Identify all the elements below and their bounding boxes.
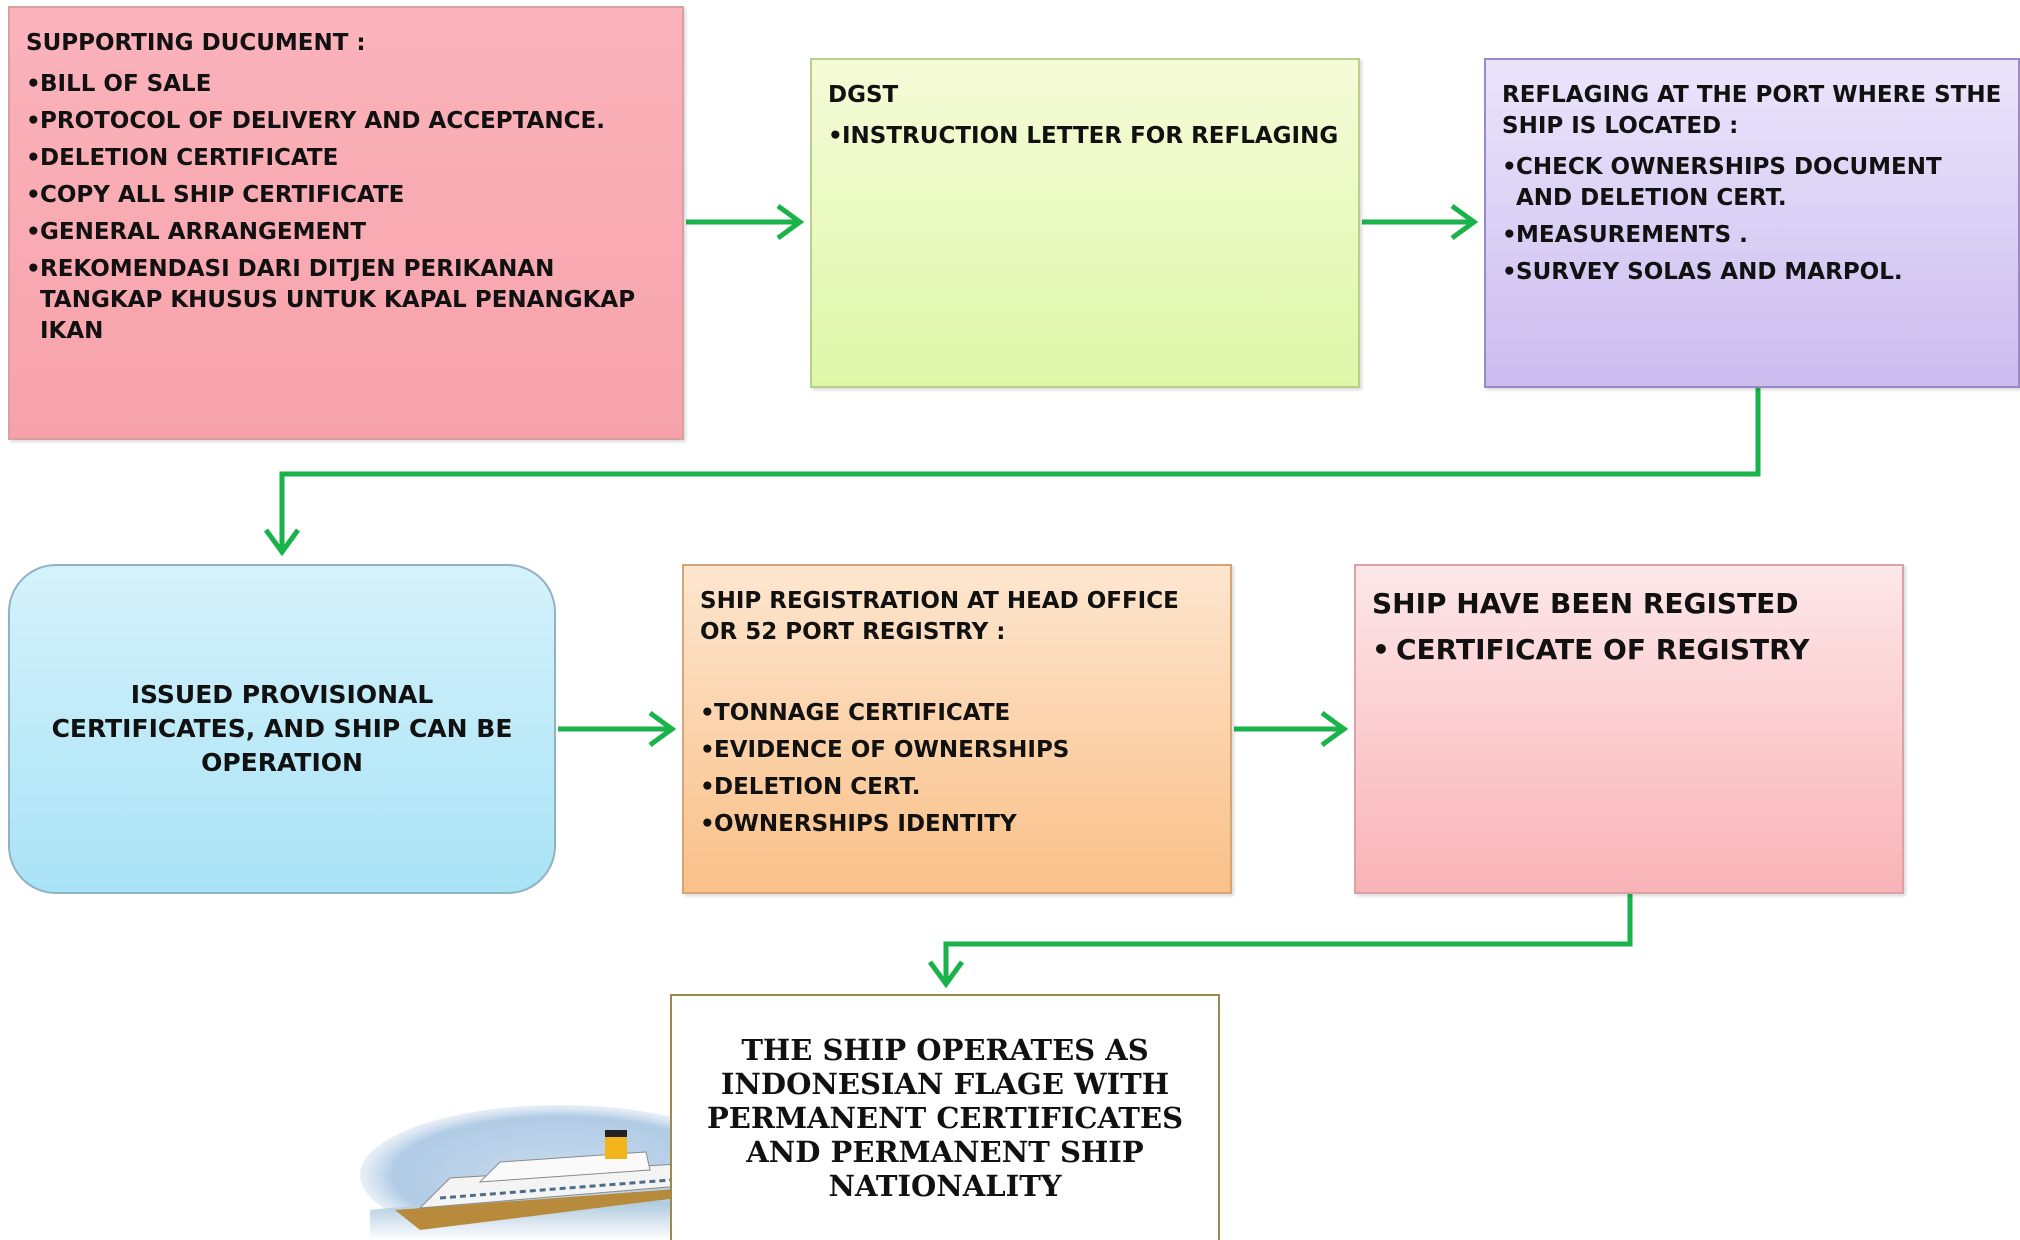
list-item: •BILL OF SALE [26,71,212,97]
list-item: •COPY ALL SHIP CERTIFICATE [26,182,405,208]
ship-registered-list: •CERTIFICATE OF REGISTRY [1372,632,1886,668]
dgst-list: •INSTRUCTION LETTER FOR REFLAGING [828,121,1342,152]
list-item: •INSTRUCTION LETTER FOR REFLAGING [828,123,1339,149]
ship-hull [395,1180,710,1230]
arrowhead-3 [263,528,301,557]
ship-picture [360,1105,760,1240]
ship-registration-list: •TONNAGE CERTIFICATE •EVIDENCE OF OWNERS… [700,698,1214,840]
list-item: •CERTIFICATE OF REGISTRY [1372,633,1810,666]
arrowhead-1 [776,203,805,241]
arrowhead-5 [1320,710,1349,748]
ship-funnel [605,1135,627,1159]
list-item: •CHECK OWNERSHIPS DOCUMENT AND DELETION … [1502,154,1942,211]
final-status-box: THE SHIP OPERATES AS INDONESIAN FLAGE WI… [670,994,1220,1240]
list-item: •PROTOCOL OF DELIVERY AND ACCEPTANCE. [26,108,605,134]
ship-registered-box: SHIP HAVE BEEN REGISTED •CERTIFICATE OF … [1354,564,1904,894]
dgst-box: DGST •INSTRUCTION LETTER FOR REFLAGING [810,58,1360,388]
final-status-text: THE SHIP OPERATES AS INDONESIAN FLAGE WI… [706,1033,1184,1203]
list-item: •MEASUREMENTS . [1502,222,1748,248]
ship-window-row [439,1178,671,1200]
list-item: •EVIDENCE OF OWNERSHIPS [700,737,1070,763]
reflaging-title: REFLAGING AT THE PORT WHERE STHE SHIP IS… [1502,82,2002,139]
arrow-reflag-to-issued [279,388,1761,552]
list-item: •OWNERSHIPS IDENTITY [700,811,1017,837]
ship-registration-box: SHIP REGISTRATION AT HEAD OFFICE OR 52 P… [682,564,1232,894]
arrowhead-2 [1450,203,1479,241]
supporting-document-list: •BILL OF SALE •PROTOCOL OF DELIVERY AND … [26,69,666,347]
ship-funnel-top [605,1130,627,1137]
list-item: •TONNAGE CERTIFICATE [700,700,1011,726]
dgst-title: DGST [828,82,899,108]
ship-registered-title: SHIP HAVE BEEN REGISTED [1372,587,1799,620]
ship-registration-title: SHIP REGISTRATION AT HEAD OFFICE OR 52 P… [700,588,1179,645]
supporting-document-box: SUPPORTING DUCUMENT : •BILL OF SALE •PRO… [8,6,684,440]
reflaging-list: •CHECK OWNERSHIPS DOCUMENT AND DELETION … [1502,152,2002,288]
list-item: •SURVEY SOLAS AND MARPOL. [1502,259,1903,285]
list-item: •DELETION CERTIFICATE [26,145,339,171]
list-item: •REKOMENDASI DARI DITJEN PERIKANAN TANGK… [26,256,636,344]
ship-upper-deck [478,1151,651,1183]
arrow-registered-to-final [943,894,1633,984]
reflaging-box: REFLAGING AT THE PORT WHERE STHE SHIP IS… [1484,58,2020,388]
list-item: •GENERAL ARRANGEMENT [26,219,367,245]
provisional-certificates-box: ISSUED PROVISIONAL CERTIFICATES, AND SHI… [8,564,556,894]
list-item: •DELETION CERT. [700,774,921,800]
supporting-document-title: SUPPORTING DUCUMENT : [26,30,366,56]
provisional-certificates-text: ISSUED PROVISIONAL CERTIFICATES, AND SHI… [51,680,513,777]
arrowhead-4 [648,710,677,748]
arrowhead-6 [927,960,965,989]
